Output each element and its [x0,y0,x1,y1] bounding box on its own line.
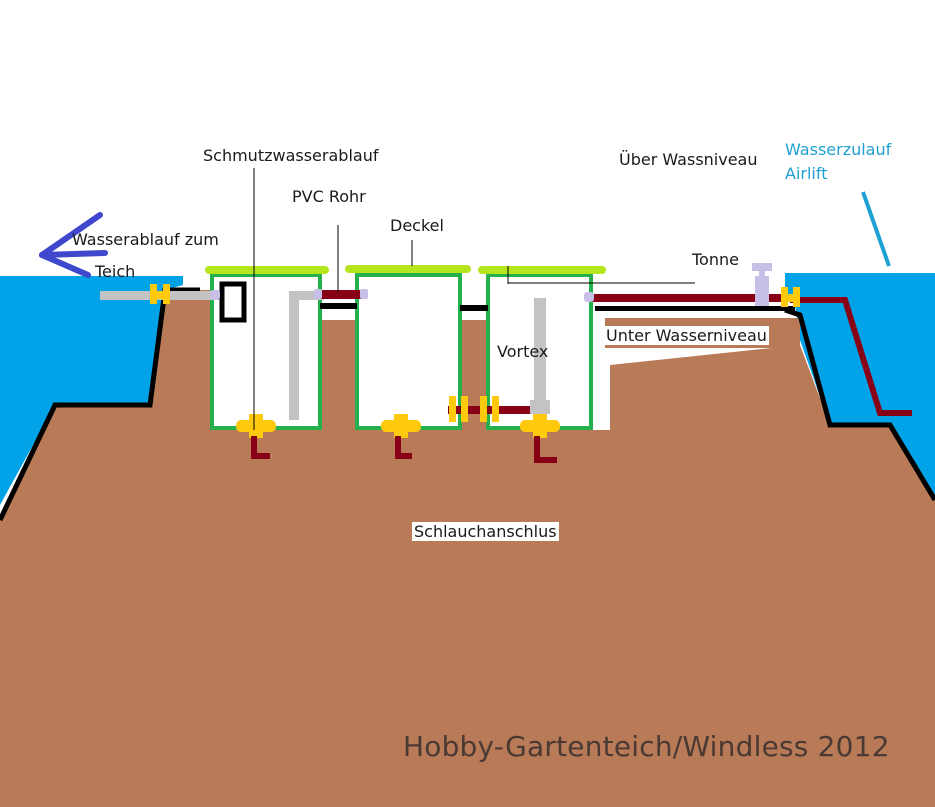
soil [0,290,935,807]
valve-between-2-3 [449,396,499,422]
tank-1-frame [210,273,322,430]
lid-2 [345,265,471,273]
dirt-outlet-box [219,281,247,323]
connector-2-3 [460,305,488,311]
label-wasserzulauf: Wasserzulauf [785,140,892,159]
soil-top-strip-mid [320,320,360,430]
lid-1 [205,266,329,274]
valve-outlet [150,284,170,304]
airlift-cap [752,263,772,271]
standpipe-vortex [534,298,546,410]
left-pond-water [0,276,183,505]
label-wasserablauf-line1: Wasserablauf zum [72,230,219,249]
bottom-valve-tank-1 [236,414,276,459]
airlift-stem [759,270,765,278]
bottom-valve-tank-3 [520,414,560,463]
outflow-arrow [39,212,108,278]
right-pond-edge [784,307,935,502]
valve-inlet [781,287,800,307]
pipe-vortex-elbow [530,400,550,414]
standpipe-tank-1-top [289,291,324,300]
tank-2-frame [355,273,462,430]
label-ueber-wasserniveau: Über Wassniveau [619,150,758,169]
airlift-marker-line [861,191,891,267]
connector-purple-4 [584,292,594,302]
right-pond-water [785,273,935,807]
label-vortex: Vortex [497,342,549,361]
connector-purple-1 [210,290,220,300]
bottom-valve-tank-2 [381,414,421,459]
label-schlauchanschluss: Schlauchanschlus [412,522,559,542]
airlift-head [755,276,769,306]
connector-1-2 [320,303,357,309]
label-airlift: Airlift [785,164,828,183]
inlet-pipe-black-under [595,306,795,311]
label-tonne: Tonne [692,250,739,269]
inlet-pipe [588,294,788,302]
left-pond-edge [0,287,200,522]
watermark: Hobby-Gartenteich/Windless 2012 [403,730,890,763]
lid-3 [478,266,606,274]
connector-purple-2 [314,289,322,299]
label-pvc-rohr: PVC Rohr [292,187,366,206]
label-deckel: Deckel [390,216,444,235]
connector-purple-3 [360,289,368,299]
label-wasserablauf-line2: Teich [95,262,136,281]
standpipe-tank-1 [289,300,299,420]
airlift-riser [790,297,912,416]
label-schmutzwasserablauf: Schmutzwasserablauf [203,146,379,165]
label-unter-wasserniveau: Unter Wasserniveau [604,326,769,346]
pvc-pipe-1-2 [318,290,364,299]
